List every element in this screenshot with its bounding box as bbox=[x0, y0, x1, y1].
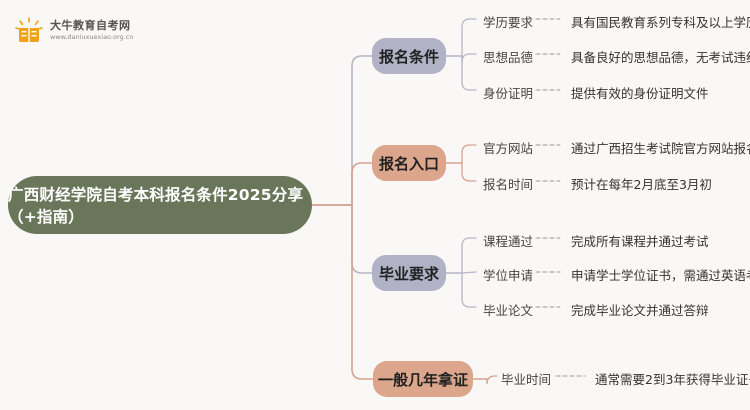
logo-title: 大牛教育自考网 bbox=[50, 19, 131, 33]
leaf-value: 具有国民教育系列专科及以上学历 bbox=[571, 15, 750, 30]
root-to-category-connector bbox=[311, 162, 373, 206]
leaf-value: 完成所有课程并通过考试 bbox=[571, 234, 709, 249]
leaf-value: 通过广西招生考试院官方网站报名 bbox=[571, 141, 750, 156]
leaf-label: 身份证明 bbox=[483, 86, 534, 101]
category-to-leaf-connector bbox=[461, 272, 477, 308]
root-topic-text: 广西财经学院自考本科报名条件2025分享（+指南） bbox=[8, 186, 304, 226]
category-graduation-requirements: 毕业要求 bbox=[372, 255, 446, 291]
root-to-category-connector bbox=[311, 204, 374, 380]
leaf-label: 学历要求 bbox=[483, 15, 534, 30]
leaf-value: 申请学士学位证书，需通过英语考试 bbox=[571, 268, 750, 283]
category-label: 报名入口 bbox=[378, 154, 439, 173]
category-label: 报名条件 bbox=[378, 47, 439, 66]
leaf-value: 预计在每年2月底至3月初 bbox=[571, 177, 712, 192]
root-topic: 广西财经学院自考本科报名条件2025分享（+指南） bbox=[8, 176, 312, 234]
site-logo: 大牛教育自考网 www.daniuxuexiao.org.cn bbox=[14, 13, 174, 49]
category-to-leaf-connector bbox=[461, 18, 477, 57]
category-registration-conditions: 报名条件 bbox=[372, 38, 446, 74]
leaf-value: 提供有效的身份证明文件 bbox=[571, 86, 709, 101]
category-years-to-certificate: 一般几年拿证 bbox=[373, 361, 473, 397]
category-to-leaf-connector bbox=[461, 53, 477, 63]
logo-url: www.daniuxuexiao.org.cn bbox=[50, 33, 134, 42]
leaf-label: 学位申请 bbox=[483, 268, 534, 283]
leaf-label: 课程通过 bbox=[483, 234, 534, 249]
category-to-leaf-connector bbox=[461, 271, 477, 274]
leaf-label: 毕业论文 bbox=[483, 303, 534, 318]
leaf-label: 毕业时间 bbox=[501, 372, 552, 387]
leaf-value: 完成毕业论文并通过答辩 bbox=[571, 303, 709, 318]
root-to-category-connector bbox=[311, 204, 373, 274]
leaf-label: 报名时间 bbox=[483, 177, 534, 192]
leaf-value: 通常需要2到3年获得毕业证书 bbox=[595, 372, 750, 387]
category-to-leaf-connector bbox=[461, 237, 477, 274]
leaf-label: 思想品德 bbox=[483, 50, 534, 65]
category-label: 一般几年拿证 bbox=[377, 370, 468, 389]
root-to-category-connector bbox=[311, 55, 373, 206]
category-registration-entry: 报名入口 bbox=[372, 145, 446, 181]
leaf-value: 具备良好的思想品德，无考试违纪记录 bbox=[571, 50, 750, 65]
category-to-leaf-connector bbox=[461, 144, 477, 164]
leaf-label: 官方网站 bbox=[483, 141, 534, 156]
category-to-leaf-connector bbox=[461, 162, 477, 182]
category-to-leaf-connector bbox=[486, 375, 498, 385]
book-logo-icon bbox=[14, 16, 44, 46]
category-label: 毕业要求 bbox=[378, 264, 439, 283]
category-to-leaf-connector bbox=[461, 55, 477, 91]
